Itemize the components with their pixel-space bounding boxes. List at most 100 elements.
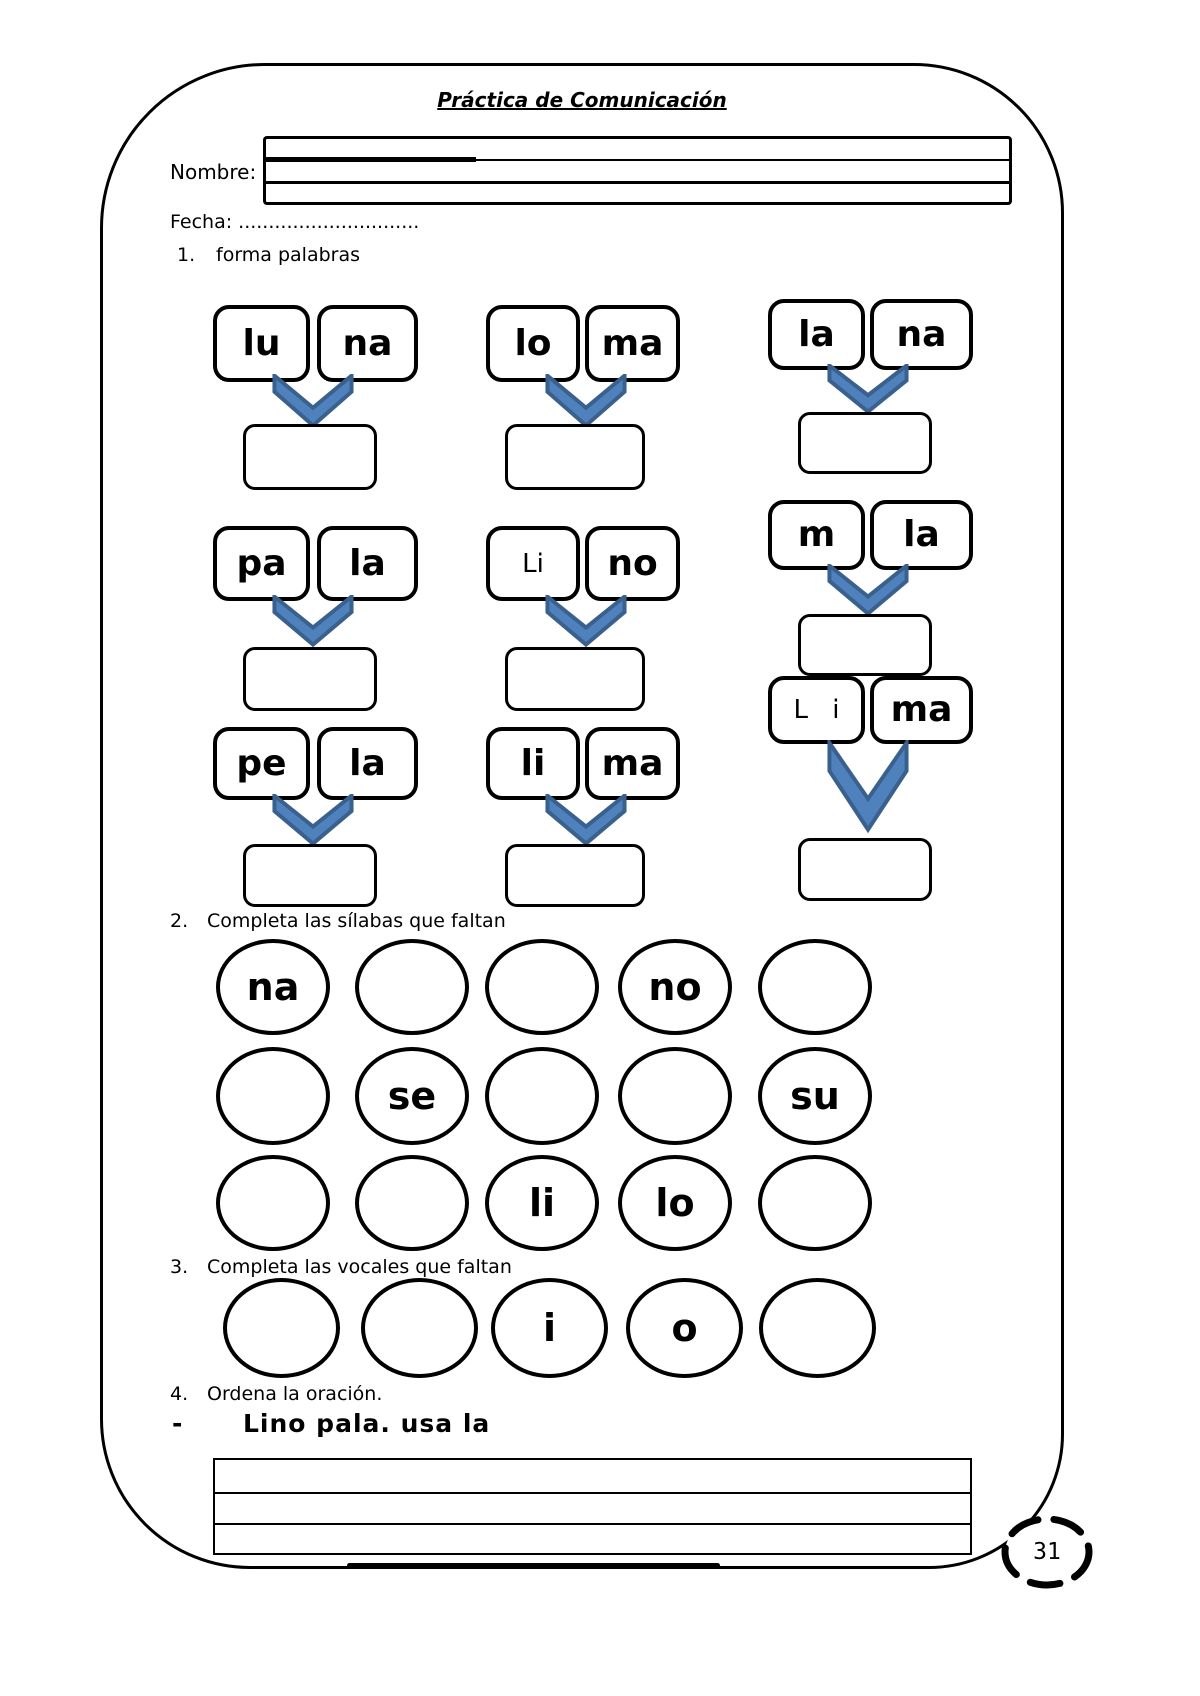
syllable-tile-left: m xyxy=(768,500,865,570)
exercise1-number: 1. xyxy=(177,244,196,266)
exercise2-number: 2. xyxy=(170,910,189,932)
syllable-tile-right: na xyxy=(317,305,418,382)
circle-text: li xyxy=(528,1181,556,1225)
writing-line xyxy=(215,1523,970,1525)
chevron-down-icon xyxy=(545,794,627,846)
name-box-line-2 xyxy=(266,181,1009,184)
name-box-line-1 xyxy=(266,159,1009,161)
exercise3-number: 3. xyxy=(170,1256,189,1278)
syllable-tile-left: Li xyxy=(486,526,580,601)
syllable-circle-blank[interactable] xyxy=(618,1047,732,1145)
name-box-line-1-thick xyxy=(266,157,476,162)
chevron-down-icon xyxy=(827,740,909,834)
list-dash: - xyxy=(172,1409,183,1438)
syllable-text: la xyxy=(903,514,940,555)
syllable-tile-right: ma xyxy=(870,676,973,744)
syllable-tile-left: L i xyxy=(768,676,865,744)
syllable-circle-blank[interactable] xyxy=(758,939,872,1035)
syllable-circle-blank[interactable] xyxy=(485,939,599,1035)
circle-text: o xyxy=(671,1306,698,1350)
circle-text: se xyxy=(387,1074,437,1118)
answer-box[interactable] xyxy=(243,424,377,490)
syllable-text: ma xyxy=(890,689,953,730)
chevron-down-icon xyxy=(272,794,354,846)
syllable-tile-right: la xyxy=(317,526,418,601)
syllable-tile-right: no xyxy=(585,526,680,601)
chevron-down-icon xyxy=(827,564,909,616)
chevron-down-icon xyxy=(272,595,354,647)
vowel-circle-blank[interactable] xyxy=(361,1278,478,1378)
syllable-tile-left: la xyxy=(768,299,865,370)
exercise3-title: Completa las vocales que faltan xyxy=(207,1256,512,1278)
syllable-circle-blank[interactable] xyxy=(485,1047,599,1145)
answer-box[interactable] xyxy=(505,647,645,711)
syllable-circle-blank[interactable] xyxy=(355,939,469,1035)
circle-text: i xyxy=(542,1306,557,1350)
page-number: 31 xyxy=(1033,1539,1061,1565)
circle-text: lo xyxy=(655,1181,695,1225)
exercise2-title: Completa las sílabas que faltan xyxy=(207,910,506,932)
vowel-circle: o xyxy=(626,1278,743,1378)
syllable-tile-left: pe xyxy=(213,727,310,800)
syllable-text: L i xyxy=(793,695,848,725)
page-title: Práctica de Comunicación xyxy=(437,88,727,112)
sentence-writing-area[interactable] xyxy=(213,1458,972,1555)
syllable-text: li xyxy=(520,742,546,784)
vowel-circle-blank[interactable] xyxy=(223,1278,340,1378)
syllable-circle-blank[interactable] xyxy=(216,1047,330,1145)
syllable-tile-right: la xyxy=(870,500,973,570)
syllable-text: la xyxy=(349,542,386,584)
syllable-circle: na xyxy=(216,939,330,1035)
syllable-text: m xyxy=(797,514,836,555)
syllable-text: pa xyxy=(236,542,287,584)
syllable-tile-left: lo xyxy=(486,305,580,382)
writing-line xyxy=(215,1492,970,1494)
syllable-tile-right: ma xyxy=(585,727,680,800)
syllable-text: no xyxy=(607,542,658,584)
vowel-circle-blank[interactable] xyxy=(759,1278,876,1378)
answer-box[interactable] xyxy=(798,838,932,901)
syllable-tile-left: li xyxy=(486,727,580,800)
page-number-badge xyxy=(1001,1515,1093,1589)
syllable-text: lu xyxy=(242,322,281,364)
syllable-circle-blank[interactable] xyxy=(355,1155,469,1251)
syllable-tile-left: lu xyxy=(213,305,310,382)
syllable-text: la xyxy=(798,313,835,355)
exercise4-title: Ordena la oración. xyxy=(207,1383,383,1405)
syllable-circle-blank[interactable] xyxy=(216,1155,330,1251)
name-input-box[interactable] xyxy=(263,136,1012,205)
syllable-circle-blank[interactable] xyxy=(758,1155,872,1251)
syllable-text: ma xyxy=(601,742,664,784)
syllable-text: na xyxy=(896,313,947,355)
syllable-text: ma xyxy=(601,322,664,364)
syllable-tile-right: na xyxy=(870,299,973,370)
syllable-text: Li xyxy=(522,548,544,579)
name-label: Nombre: xyxy=(170,160,257,184)
syllable-text: la xyxy=(349,742,386,784)
scrambled-sentence: Lino pala. usa la xyxy=(243,1409,491,1438)
chevron-down-icon xyxy=(545,595,627,647)
answer-box[interactable] xyxy=(243,844,377,907)
syllable-tile-left: pa xyxy=(213,526,310,601)
syllable-tile-right: ma xyxy=(585,305,680,382)
answer-box[interactable] xyxy=(505,844,645,907)
syllable-circle: se xyxy=(355,1047,469,1145)
chevron-down-icon xyxy=(272,374,354,428)
answer-box[interactable] xyxy=(798,614,932,676)
syllable-circle: su xyxy=(758,1047,872,1145)
syllable-circle: li xyxy=(485,1155,599,1251)
syllable-circle: no xyxy=(618,939,732,1035)
syllable-tile-right: la xyxy=(317,727,418,800)
chevron-down-icon xyxy=(827,364,909,414)
exercise4-number: 4. xyxy=(170,1383,189,1405)
syllable-circle: lo xyxy=(618,1155,732,1251)
circle-text: su xyxy=(790,1074,840,1118)
page-border-thick-segment xyxy=(347,1563,720,1568)
circle-text: na xyxy=(246,965,300,1009)
answer-box[interactable] xyxy=(798,412,932,474)
chevron-down-icon xyxy=(545,374,627,428)
answer-box[interactable] xyxy=(243,647,377,711)
answer-box[interactable] xyxy=(505,424,645,490)
date-field[interactable]: Fecha: .............................. xyxy=(170,211,420,233)
